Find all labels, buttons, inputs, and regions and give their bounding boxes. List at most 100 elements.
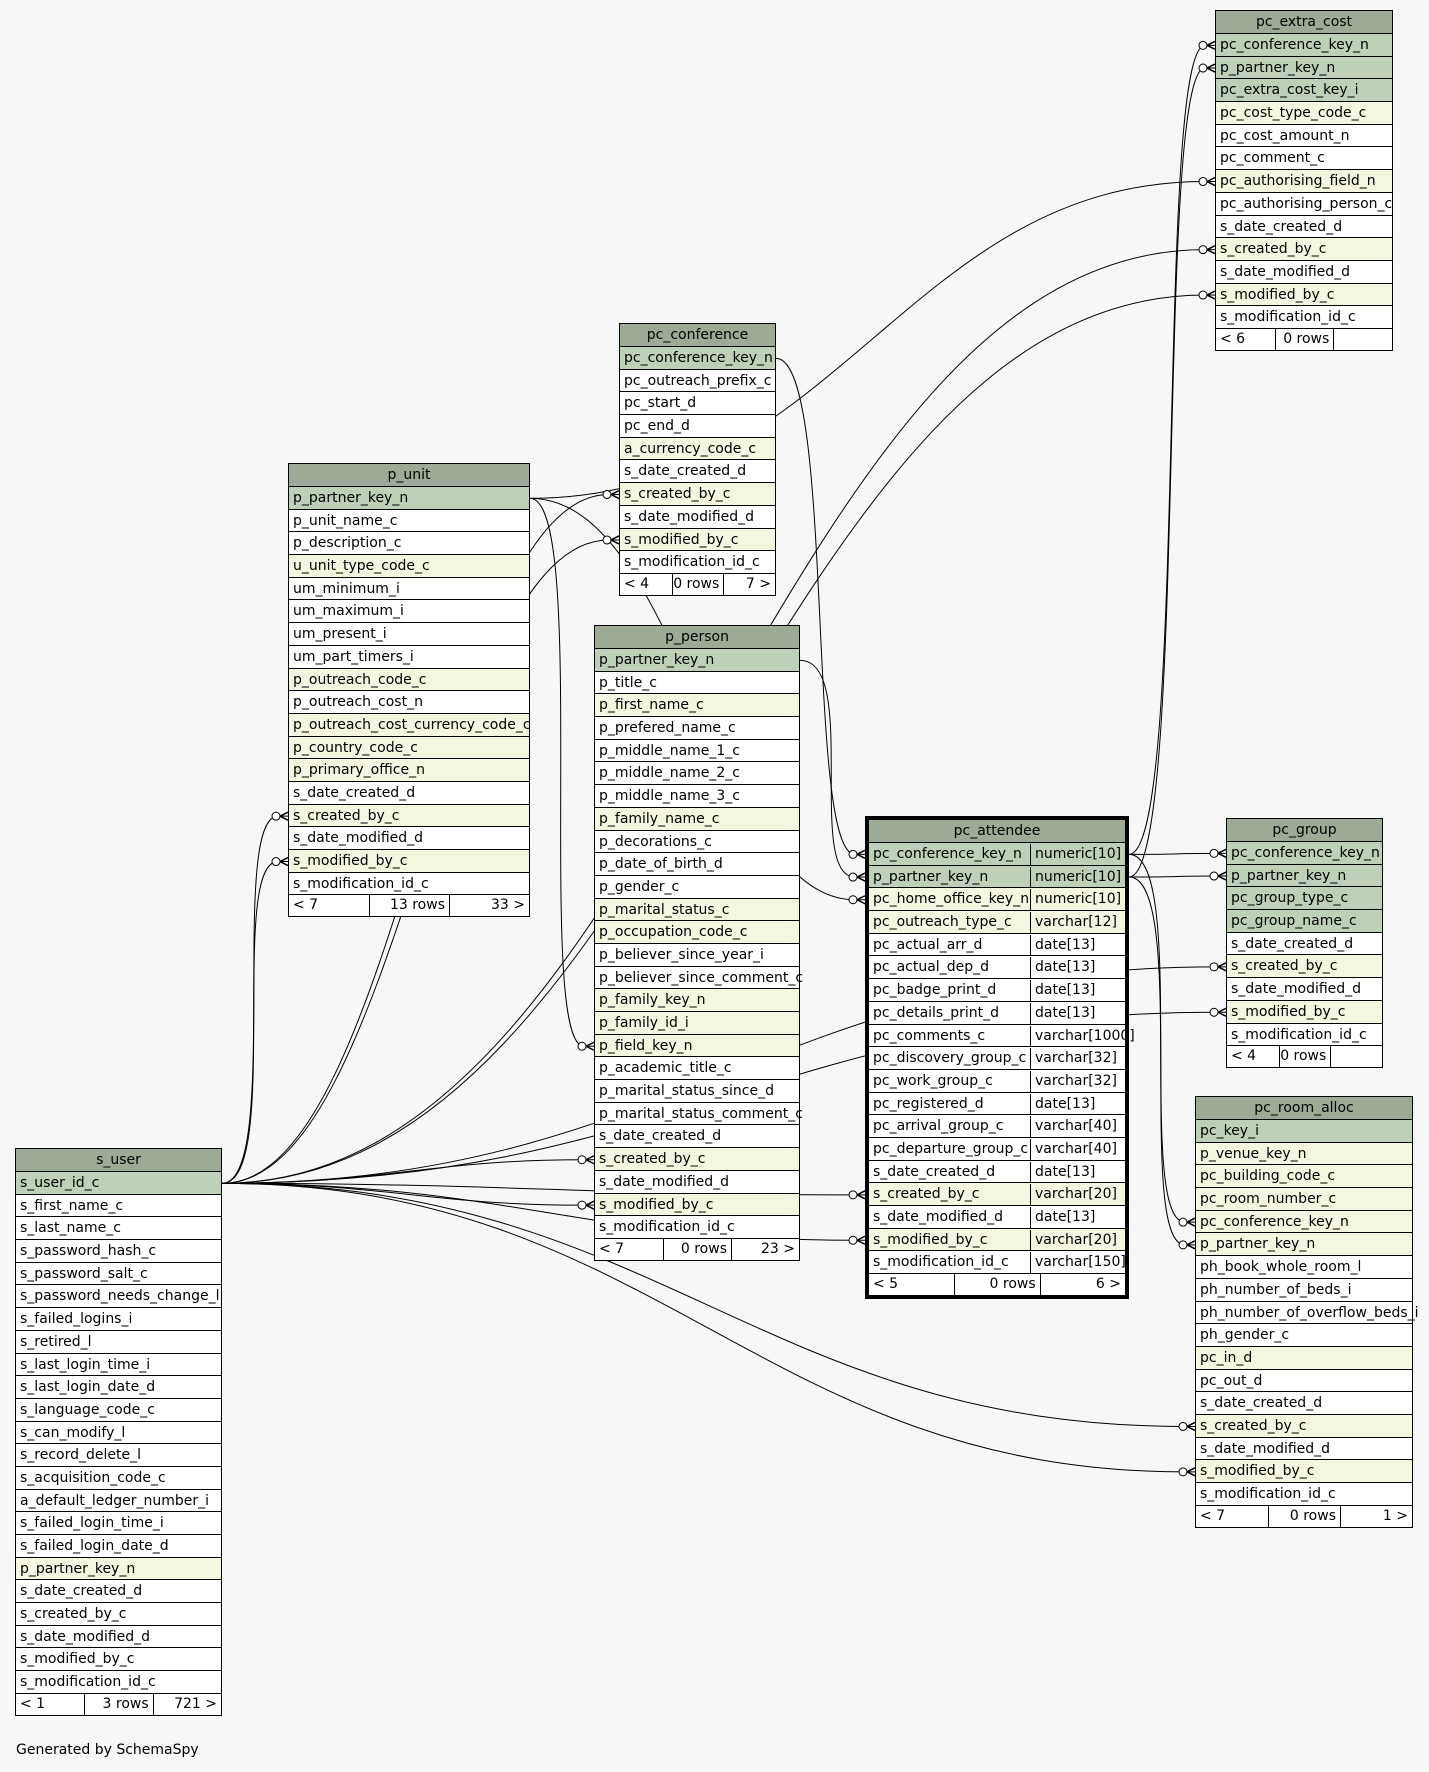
column-row[interactable]: um_minimum_i (289, 578, 529, 601)
column-row[interactable]: pc_conference_key_n (1196, 1210, 1412, 1234)
column-row[interactable]: p_partner_key_n (289, 487, 529, 510)
column-row[interactable]: pc_outreach_prefix_c (620, 370, 775, 393)
column-row[interactable]: pc_start_d (620, 392, 775, 416)
column-row[interactable]: s_modified_by_c (289, 850, 529, 873)
column-row[interactable]: pc_comment_c (1216, 147, 1392, 171)
column-row[interactable]: s_date_modified_d (595, 1171, 799, 1194)
column-row[interactable]: um_present_i (289, 623, 529, 646)
column-row[interactable]: pc_building_code_c (1196, 1165, 1412, 1189)
column-row[interactable]: s_record_delete_l (16, 1444, 221, 1467)
column-row[interactable]: p_decorations_c (595, 831, 799, 854)
column-row[interactable]: s_modification_id_c (1196, 1483, 1412, 1506)
column-row[interactable]: p_occupation_code_c (595, 921, 799, 944)
table-title[interactable]: p_person (595, 626, 799, 649)
column-row[interactable]: p_outreach_code_c (289, 668, 529, 692)
column-row[interactable]: p_believer_since_comment_c (595, 967, 803, 990)
column-row[interactable]: ph_gender_c (1196, 1324, 1412, 1347)
column-row[interactable]: s_password_needs_change_l (16, 1285, 221, 1309)
column-row[interactable]: s_date_created_d (1216, 216, 1392, 239)
column-row[interactable]: p_middle_name_2_c (595, 762, 799, 786)
column-row[interactable]: s_modification_id_c (620, 551, 775, 574)
column-row[interactable]: s_date_created_d (1227, 933, 1382, 956)
column-row[interactable]: p_partner_key_n (1196, 1233, 1412, 1257)
table-title[interactable]: p_unit (289, 464, 529, 487)
column-row[interactable]: pc_key_i (1196, 1120, 1412, 1143)
column-row[interactable]: s_first_name_c (16, 1195, 221, 1218)
column-row[interactable]: s_modified_by_c (595, 1193, 799, 1217)
column-row[interactable]: s_date_created_d (16, 1580, 221, 1604)
column-row[interactable]: s_last_login_date_d (16, 1376, 221, 1399)
column-row[interactable]: pc_authorising_field_n (1216, 170, 1392, 193)
column-row[interactable]: s_modified_by_c (16, 1648, 221, 1672)
column-row[interactable]: pc_cost_type_code_c (1216, 102, 1392, 125)
column-row[interactable]: um_part_timers_i (289, 646, 529, 669)
column-row[interactable]: s_created_by_c (16, 1603, 221, 1626)
column-row[interactable]: pc_extra_cost_key_i (1216, 79, 1392, 103)
column-row[interactable]: p_marital_status_since_d (595, 1080, 799, 1103)
column-row[interactable]: pc_group_type_c (1227, 887, 1382, 911)
column-row[interactable]: s_date_created_d (1196, 1392, 1412, 1415)
column-row[interactable]: p_title_c (595, 672, 799, 695)
table-title[interactable]: pc_conference (620, 324, 775, 347)
column-row[interactable]: s_modified_by_c (1196, 1460, 1412, 1483)
column-row[interactable]: ph_book_whole_room_l (1196, 1256, 1412, 1279)
column-row[interactable]: p_venue_key_n (1196, 1142, 1412, 1166)
column-row[interactable]: p_date_of_birth_d (595, 853, 799, 876)
column-row[interactable]: p_middle_name_3_c (595, 785, 799, 808)
column-row[interactable]: pc_in_d (1196, 1346, 1412, 1370)
column-row[interactable]: s_modification_id_c (1227, 1024, 1382, 1047)
table-title[interactable]: pc_attendee (869, 820, 1125, 843)
column-row[interactable]: p_partner_key_n (595, 649, 799, 672)
column-row[interactable]: s_last_name_c (16, 1217, 221, 1241)
column-row[interactable]: p_partner_key_n (1227, 864, 1382, 888)
column-row[interactable]: u_unit_type_code_c (289, 555, 529, 578)
column-row[interactable]: p_gender_c (595, 876, 799, 899)
column-row[interactable]: p_family_id_i (595, 1012, 799, 1035)
column-row[interactable]: s_date_modified_d (1196, 1438, 1412, 1461)
column-row[interactable]: s_date_modified_d (289, 827, 529, 850)
column-row[interactable]: p_prefered_name_c (595, 717, 799, 740)
column-row[interactable]: s_password_salt_c (16, 1263, 221, 1286)
column-row[interactable]: s_date_modified_d (620, 506, 775, 529)
column-row[interactable]: p_marital_status_comment_c (595, 1103, 803, 1126)
column-row[interactable]: s_failed_login_time_i (16, 1512, 221, 1535)
column-row[interactable]: s_date_created_d (595, 1125, 799, 1149)
column-row[interactable]: s_last_login_time_i (16, 1354, 221, 1377)
column-row[interactable]: pc_conference_key_n (620, 347, 775, 370)
column-row[interactable]: s_created_by_c (289, 804, 529, 828)
column-row[interactable]: pc_group_name_c (1227, 910, 1382, 933)
column-row[interactable]: pc_authorising_person_c (1216, 193, 1392, 216)
column-row[interactable]: s_retired_l (16, 1331, 221, 1354)
column-row[interactable]: p_believer_since_year_i (595, 944, 799, 967)
column-row[interactable]: s_date_created_d (289, 782, 529, 805)
column-row[interactable]: pc_room_number_c (1196, 1188, 1412, 1211)
column-row[interactable]: s_failed_login_date_d (16, 1535, 221, 1558)
column-row[interactable]: s_date_modified_d (16, 1626, 221, 1649)
column-row[interactable]: p_country_code_c (289, 736, 529, 760)
column-row[interactable]: ph_number_of_beds_i (1196, 1279, 1412, 1302)
column-row[interactable]: p_middle_name_1_c (595, 740, 799, 763)
column-row[interactable]: pc_conference_key_n (1216, 34, 1392, 57)
column-row[interactable]: p_marital_status_c (595, 898, 799, 922)
table-title[interactable]: s_user (16, 1149, 221, 1172)
column-row[interactable]: p_family_key_n (595, 989, 799, 1012)
column-row[interactable]: s_modified_by_c (620, 528, 775, 552)
column-row[interactable]: s_modified_by_c (1216, 283, 1392, 307)
